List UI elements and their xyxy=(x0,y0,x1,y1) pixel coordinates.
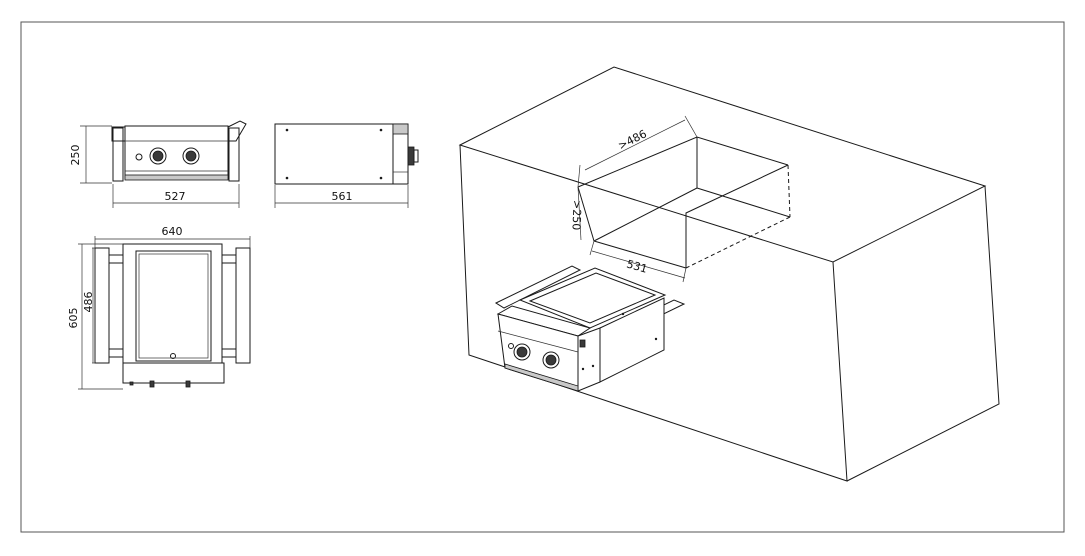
dim-cutout-height: >250 xyxy=(569,200,583,231)
cutout-side-edge xyxy=(685,164,789,268)
side-view-body xyxy=(274,123,394,185)
cutout-hidden-edge-2 xyxy=(685,216,791,269)
grill-side-panel xyxy=(577,327,601,392)
cutout-hidden-edge-1 xyxy=(787,164,791,218)
grill-cooking-surface xyxy=(528,272,657,324)
top-right-tab-lower xyxy=(221,348,237,358)
top-left-tab-upper xyxy=(108,254,124,264)
dim-line-cutout-depth-ext1 xyxy=(577,164,581,188)
counter-front-face xyxy=(459,144,848,482)
dim-line-cutout-width xyxy=(591,250,686,279)
iso-knob-left-icon xyxy=(513,343,531,361)
front-right-rail xyxy=(228,127,240,182)
knob-right-icon xyxy=(182,147,200,165)
top-right-flange xyxy=(235,247,251,364)
top-left-flange xyxy=(94,247,110,364)
iso-side-knob xyxy=(579,339,586,348)
front-view: 250 527 xyxy=(69,120,247,208)
cutout-floor-line xyxy=(593,187,698,242)
top-view-grill-plate xyxy=(135,250,212,362)
dim-side-width: 561 xyxy=(332,190,353,203)
dim-front-height: 250 xyxy=(69,145,82,166)
dim-top-width: 640 xyxy=(162,225,183,238)
dim-cutout-width: 531 xyxy=(625,257,649,275)
dim-top-depth-inner: 486 xyxy=(82,292,95,313)
top-view-control-panel xyxy=(122,362,225,384)
top-view-knob-left xyxy=(149,380,155,388)
knob-right-center xyxy=(185,150,197,162)
grill-unit-isometric xyxy=(494,265,686,392)
iso-igniter-icon xyxy=(508,343,514,349)
igniter-icon xyxy=(135,153,143,161)
knob-left-icon xyxy=(149,147,167,165)
dim-front-width: 527 xyxy=(165,190,186,203)
side-knob-icon xyxy=(407,146,415,166)
side-bracket xyxy=(392,123,409,135)
iso-knob-right-icon xyxy=(542,351,560,369)
top-view-drain-icon xyxy=(170,353,176,359)
dim-line-cutout-depth xyxy=(584,119,686,171)
cutout-left-edge xyxy=(577,186,595,242)
cutout-front-bottom xyxy=(593,240,687,269)
top-view: 640 605 486 xyxy=(67,225,251,390)
top-right-tab-upper xyxy=(221,254,237,264)
top-view-body xyxy=(122,243,223,364)
grill-left-flange xyxy=(494,265,582,309)
dim-line-cutout-height xyxy=(577,186,582,241)
front-left-rail xyxy=(112,127,124,182)
dim-top-depth-outer: 605 xyxy=(67,308,80,329)
knob-left-center xyxy=(152,150,164,162)
counter-top-face xyxy=(458,66,987,263)
side-view: 561 xyxy=(274,123,419,208)
drawing-frame xyxy=(20,21,1065,533)
side-knob-tip xyxy=(413,149,419,163)
installation-isometric-view: >486 >250 531 xyxy=(458,66,1000,482)
top-view-grill-inner xyxy=(138,253,209,359)
top-view-knob-right xyxy=(185,380,191,388)
front-base-strip xyxy=(124,174,229,181)
dim-cutout-depth: >486 xyxy=(616,127,649,152)
cutout xyxy=(577,136,791,269)
top-left-tab-lower xyxy=(108,348,124,358)
front-right-bracket-top xyxy=(227,120,247,142)
grill-body-side xyxy=(599,297,665,383)
counter-right-face xyxy=(846,185,1000,482)
grill-base-strip xyxy=(504,363,579,392)
